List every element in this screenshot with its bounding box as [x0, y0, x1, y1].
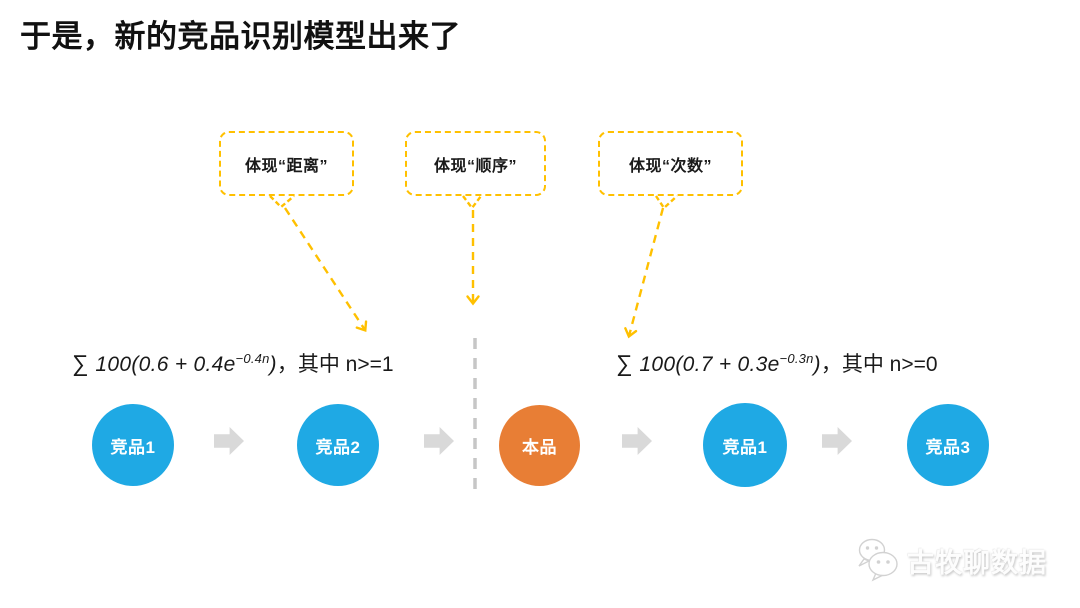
- node-label: 竞品1: [722, 437, 768, 457]
- callout-order: 体现“顺序”: [405, 131, 546, 196]
- callout-count: 体现“次数”: [598, 131, 743, 196]
- watermark-text: 古牧聊数据: [907, 547, 1047, 578]
- node-label: 本品: [522, 438, 557, 457]
- callout-order-tail: [462, 195, 482, 210]
- node-competitor1-b: 竞品1: [703, 403, 787, 487]
- flow-arrow-icon: [424, 427, 454, 455]
- callout-count-label: 体现“次数”: [628, 157, 712, 175]
- watermark: 古牧聊数据: [856, 537, 1047, 583]
- formula-right-close: ): [813, 353, 821, 376]
- formula-right-exponent: −0.3n: [779, 351, 814, 366]
- node-label: 竞品2: [315, 437, 361, 457]
- node-label: 竞品3: [925, 437, 971, 457]
- node-competitor3: 竞品3: [907, 404, 989, 486]
- sigma-symbol: ∑: [616, 350, 633, 376]
- distance-pointer-arrow: [283, 207, 368, 333]
- node-competitor2: 竞品2: [297, 404, 379, 486]
- node-label: 竞品1: [110, 437, 156, 457]
- formula-right-body: 100(0.7 + 0.3e: [639, 353, 780, 376]
- formula-left-exponent: −0.4n: [235, 351, 270, 366]
- flow-arrow-icon: [822, 427, 852, 455]
- page-title: 于是，新的竞品识别模型出来了: [20, 19, 461, 54]
- formula-right: ∑ 100(0.7 + 0.3e−0.3n)，其中 n>=0: [616, 344, 938, 376]
- formula-left-condition: ，其中 n>=1: [276, 353, 394, 376]
- sigma-symbol: ∑: [72, 350, 89, 376]
- formula-left: ∑ 100(0.6 + 0.4e−0.4n)，其中 n>=1: [72, 344, 394, 376]
- callout-distance-tail: [269, 195, 295, 209]
- callout-distance: 体现“距离”: [219, 131, 354, 196]
- callout-count-tail: [655, 195, 678, 210]
- callout-distance-label: 体现“距离”: [244, 157, 328, 175]
- node-own-product: 本品: [499, 405, 580, 486]
- formula-left-close: ): [269, 353, 277, 376]
- flow-arrow-icon: [622, 427, 652, 455]
- count-pointer-arrow: [624, 207, 665, 339]
- flow-arrow-icon: [214, 427, 244, 455]
- formula-left-body: 100(0.6 + 0.4e: [95, 353, 236, 376]
- callout-order-label: 体现“顺序”: [433, 157, 517, 175]
- wechat-icon: [858, 538, 898, 582]
- formula-right-condition: ，其中 n>=0: [820, 353, 938, 376]
- node-competitor1-a: 竞品1: [92, 404, 174, 486]
